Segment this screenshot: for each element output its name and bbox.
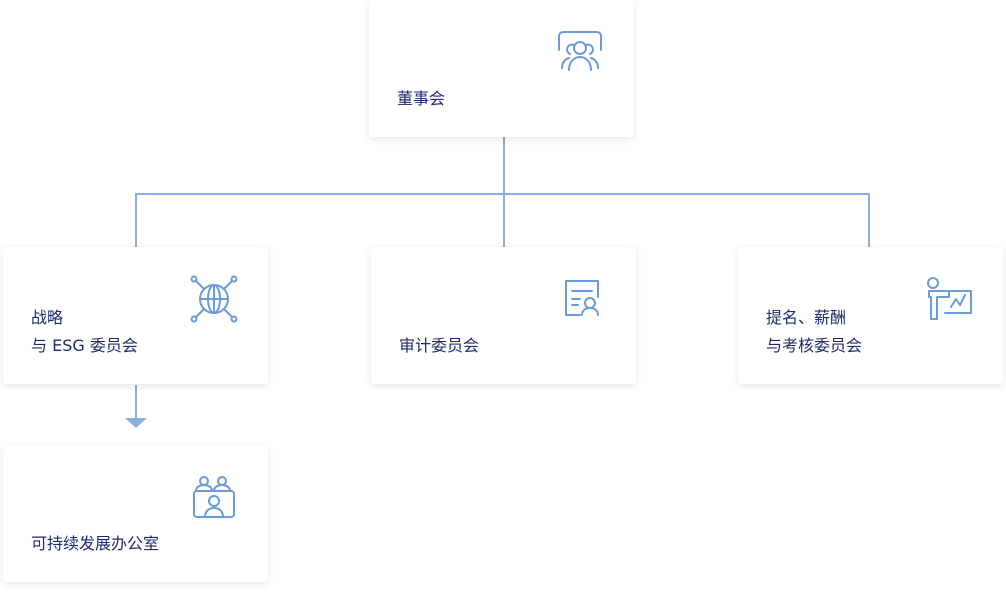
connector-line <box>135 193 137 247</box>
node-strategy-esg: 战略与 ESG 委员会 <box>3 247 268 384</box>
connector-line <box>503 137 505 247</box>
people-group-icon <box>556 28 604 76</box>
node-label: 审计委员会 <box>399 336 480 355</box>
presenter-chart-icon <box>925 275 973 323</box>
node-audit: 审计委员会 <box>371 247 636 384</box>
node-board: 董事会 <box>369 0 634 137</box>
connector-line <box>135 193 870 195</box>
arrow-down-icon <box>125 418 147 428</box>
label-line: 与 ESG 委员会 <box>31 336 138 355</box>
globe-network-icon <box>190 275 238 323</box>
connector-arrow-line <box>135 385 137 419</box>
node-label: 战略与 ESG 委员会 <box>31 304 138 360</box>
node-sustainability-office: 可持续发展办公室 <box>3 445 268 582</box>
node-label: 可持续发展办公室 <box>31 534 160 553</box>
node-label: 董事会 <box>397 89 446 108</box>
meeting-people-icon <box>190 473 238 521</box>
connector-line <box>868 193 870 247</box>
label-line: 提名、薪酬 <box>766 308 847 327</box>
label-line: 与考核委员会 <box>766 336 863 355</box>
label-line: 战略 <box>31 308 64 327</box>
document-user-icon <box>558 275 606 323</box>
node-label: 提名、薪酬与考核委员会 <box>766 304 862 360</box>
node-nomination: 提名、薪酬与考核委员会 <box>738 247 1003 384</box>
